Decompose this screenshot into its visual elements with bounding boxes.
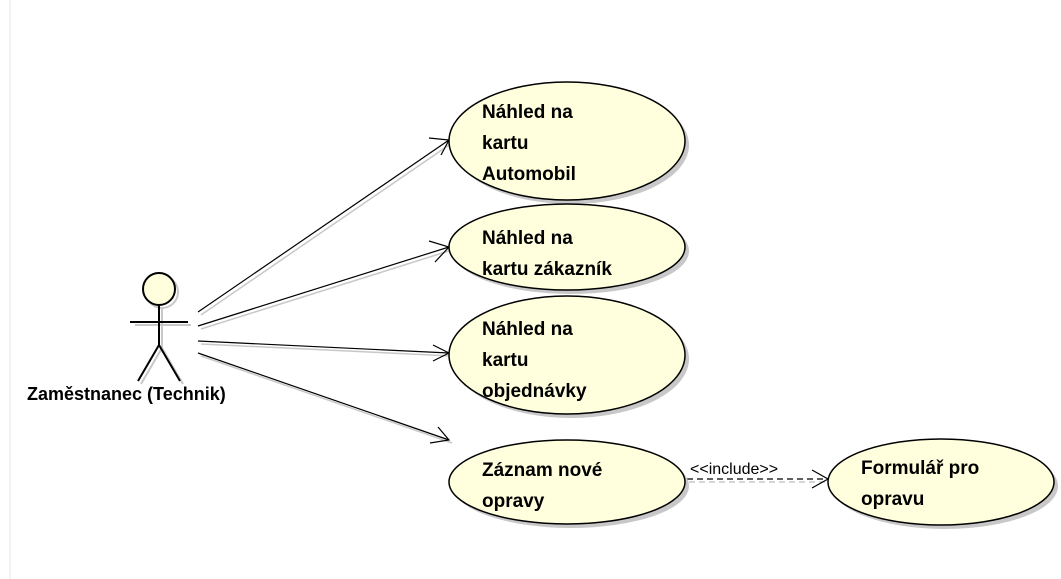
use-case-label: Náhled na kartu objednávky bbox=[482, 319, 587, 402]
actor-label: Zaměstnanec (Technik) bbox=[27, 384, 226, 404]
actor-body bbox=[130, 305, 188, 382]
include-label: <<include>> bbox=[690, 461, 778, 478]
use-case-uc4[interactable]: Záznam nové opravy bbox=[448, 439, 689, 528]
arrowhead bbox=[429, 426, 451, 444]
actor[interactable]: Zaměstnanec (Technik) bbox=[27, 272, 226, 404]
use-case-ellipse bbox=[448, 81, 686, 201]
use-case-label: Záznam nové opravy bbox=[482, 460, 608, 512]
association-uc4 bbox=[197, 352, 453, 444]
associations bbox=[197, 137, 453, 444]
use-case-label: Formulář pro opravu bbox=[861, 458, 985, 510]
use-case-label: Náhled na kartu Automobil bbox=[482, 102, 578, 185]
use-case-label: Náhled na kartu zákazník bbox=[482, 228, 612, 280]
association-uc2 bbox=[197, 240, 453, 330]
association-uc1 bbox=[197, 137, 453, 316]
actor-head bbox=[142, 272, 176, 306]
use-case-ellipse bbox=[448, 295, 686, 415]
actor-shadow bbox=[135, 275, 191, 385]
use-case-ellipse bbox=[448, 203, 686, 291]
include-relation: <<include>> bbox=[687, 461, 830, 489]
use-case-uc2[interactable]: Náhled na kartu zákazník bbox=[448, 203, 689, 294]
use-case-ellipse bbox=[448, 439, 686, 525]
use-case-uc5[interactable]: Formulář pro opravu bbox=[827, 438, 1058, 529]
use-case-ellipse bbox=[827, 438, 1055, 526]
use-case-uc1[interactable]: Náhled na kartu Automobil bbox=[448, 81, 689, 204]
association-uc3 bbox=[197, 340, 453, 362]
use-case-uc3[interactable]: Náhled na kartu objednávky bbox=[448, 295, 689, 418]
